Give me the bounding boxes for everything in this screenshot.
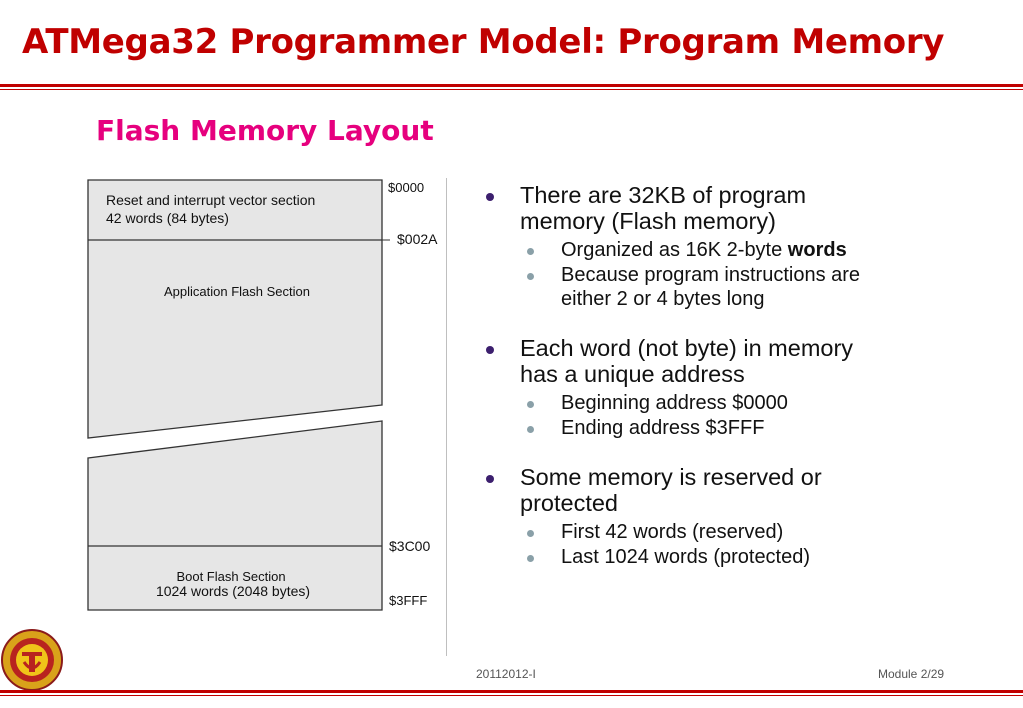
sub-bullet-beginning-address: Beginning address $0000 <box>480 391 1000 415</box>
bullet-list: There are 32KB of program memory (Flash … <box>480 182 1000 569</box>
address-0000: $0000 <box>388 180 424 195</box>
title-rule-thick <box>0 84 1023 87</box>
bullet-reserved-memory: Some memory is reserved or protected <box>480 464 1000 516</box>
sub-bullet-last-words: Last 1024 words (protected) <box>480 545 1000 569</box>
address-002A: $002A <box>397 231 438 247</box>
sub-bullet-ending-address: Ending address $3FFF <box>480 416 1000 440</box>
sub-bullet-emphasis: words <box>787 239 847 261</box>
footer-page-number: Module 2/29 <box>878 667 945 681</box>
vector-section-size: 42 words (84 bytes) <box>106 210 229 226</box>
title-rule-thin <box>0 89 1023 90</box>
sub-bullet-text: Organized as 16K 2-byte <box>561 239 788 261</box>
slide-subtitle: Flash Memory Layout <box>96 114 434 147</box>
bullet-text: memory (Flash memory) <box>520 208 776 234</box>
bullet-program-memory: There are 32KB of program memory (Flash … <box>480 182 1000 234</box>
bullet-text: protected <box>520 490 618 516</box>
vector-section-label: Reset and interrupt vector section <box>106 192 315 208</box>
bullet-text: Some memory is reserved or <box>520 464 822 490</box>
university-seal-icon <box>1 629 63 691</box>
boot-section-label: Boot Flash Section <box>176 569 285 584</box>
memory-block-upper <box>87 179 383 439</box>
footer-semester: 20112012-I <box>476 667 536 681</box>
memory-block-lower <box>87 420 383 611</box>
boot-section-size: 1024 words (2048 bytes) <box>156 583 310 599</box>
sub-bullet-organized: Organized as 16K 2-byte words <box>480 238 1000 262</box>
bullet-text: has a unique address <box>520 361 745 387</box>
slide-title: ATMega32 Programmer Model: Program Memor… <box>22 22 945 62</box>
sub-bullet-text: either 2 or 4 bytes long <box>561 288 765 310</box>
column-divider <box>446 178 447 656</box>
address-3C00: $3C00 <box>389 538 430 554</box>
bullet-text: There are 32KB of program <box>520 182 807 208</box>
bullet-text: Each word (not byte) in memory <box>520 335 854 361</box>
bullet-word-address: Each word (not byte) in memory has a uni… <box>480 335 1000 387</box>
application-section-label: Application Flash Section <box>164 284 310 299</box>
address-3FFF: $3FFF <box>389 593 427 608</box>
sub-bullet-instructions: Because program instructions are either … <box>480 263 1000 311</box>
flash-memory-diagram: Reset and interrupt vector section 42 wo… <box>87 179 438 611</box>
footer-rule-thin <box>0 695 1023 696</box>
sub-bullet-text: Because program instructions are <box>561 264 861 286</box>
footer-rule-thick <box>0 690 1023 693</box>
sub-bullet-first-words: First 42 words (reserved) <box>480 520 1000 544</box>
